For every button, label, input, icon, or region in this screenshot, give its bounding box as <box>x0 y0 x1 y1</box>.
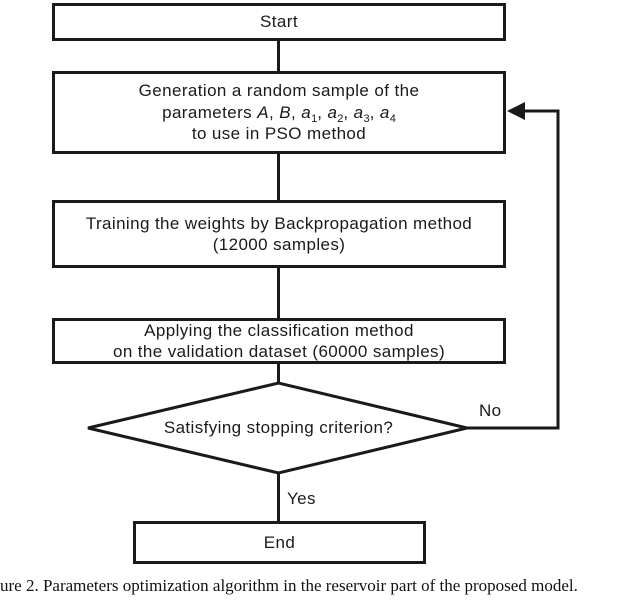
no-feedback-line <box>467 109 560 430</box>
training-node: Training the weights by Backpropagation … <box>52 200 506 268</box>
yes-edge-label: Yes <box>287 489 316 508</box>
feedback-arrowhead-icon <box>507 102 525 120</box>
classification-node: Applying the classification method on th… <box>52 318 506 364</box>
generation-node-line1: Generation a random sample of the <box>138 81 420 101</box>
classification-node-line2: on the validation dataset (60000 samples… <box>112 342 446 361</box>
generation-node-line3: to use in PSO method <box>191 124 367 144</box>
generation-node: Generation a random sample of the parame… <box>52 71 506 154</box>
no-edge-label: No <box>479 401 502 420</box>
start-node: Start <box>52 3 506 41</box>
start-node-label: Start <box>260 12 298 32</box>
end-node: End <box>133 521 426 564</box>
generation-node-line2: parameters A, B, a1, a2, a3, a4 <box>162 102 396 125</box>
training-node-line1: Training the weights by Backpropagation … <box>85 213 473 233</box>
training-node-line2: (12000 samples) <box>212 235 346 254</box>
end-node-label: End <box>263 532 296 552</box>
classification-node-line1: Applying the classification method <box>144 320 414 340</box>
decision-node-label: Satisfying stopping criterion? <box>163 418 394 437</box>
figure-caption: ure 2. Parameters optimization algorithm… <box>0 576 578 595</box>
